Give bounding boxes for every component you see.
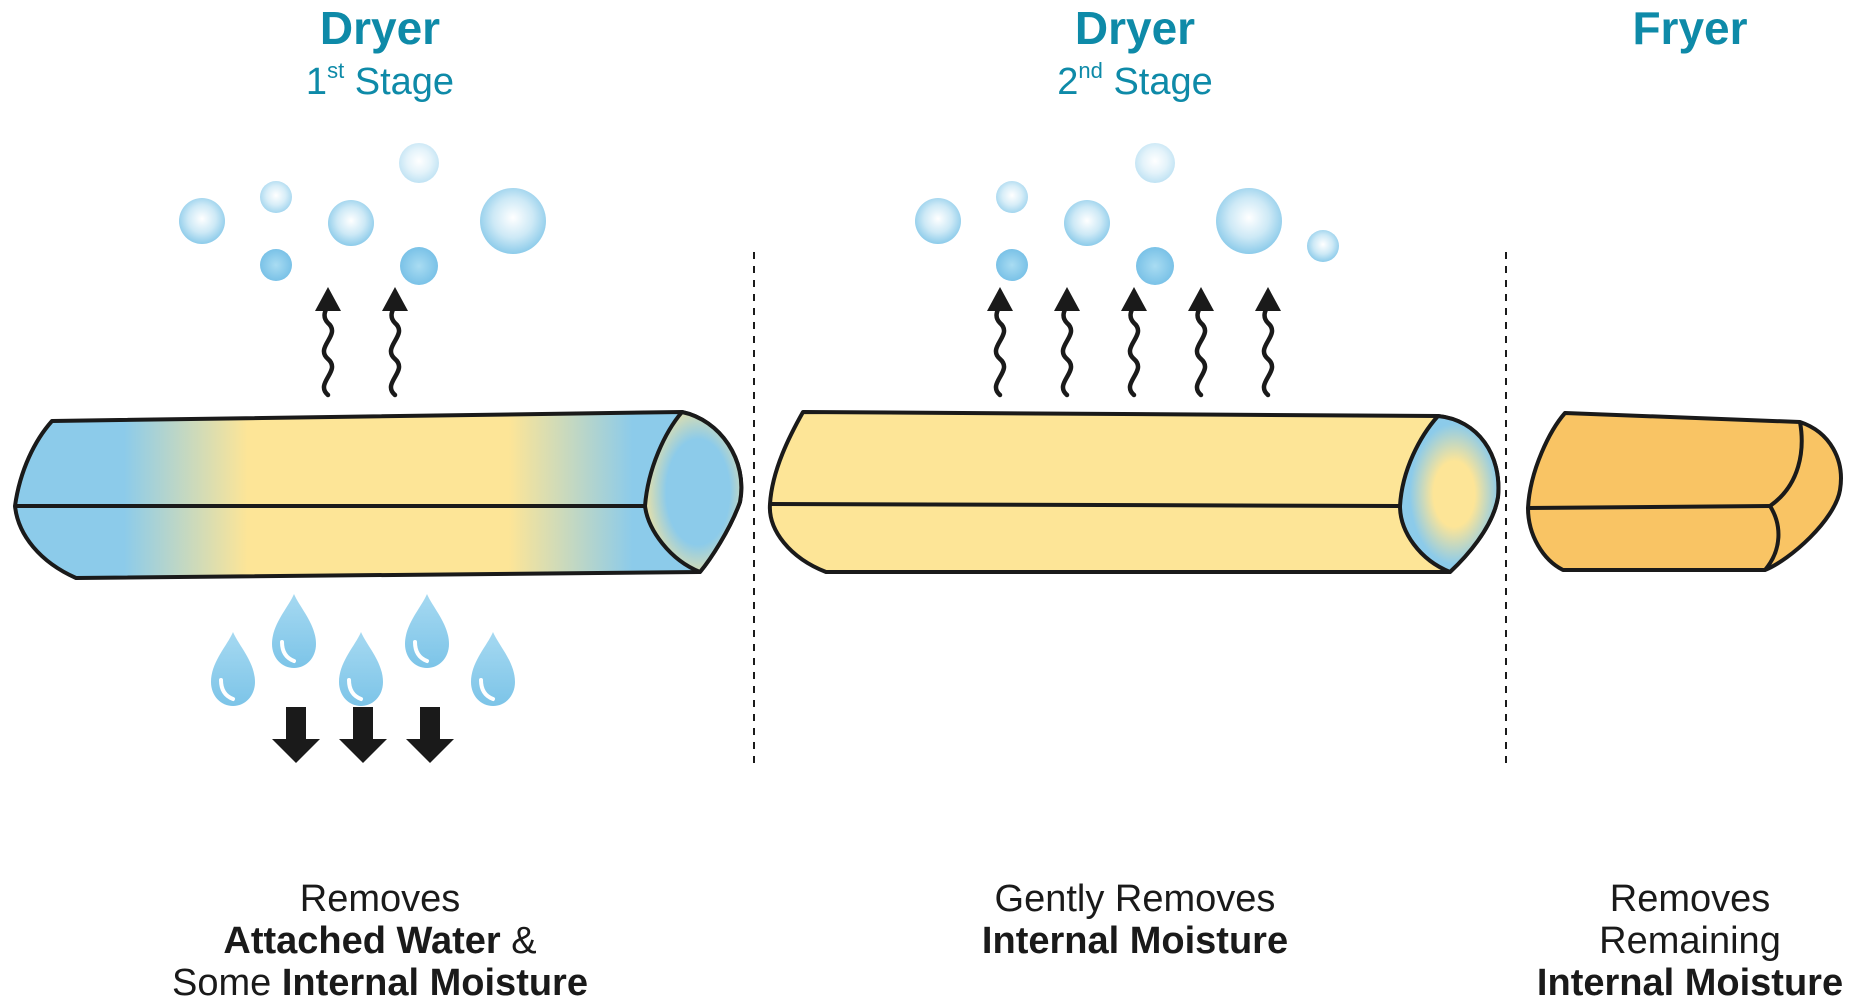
stage2-subtitle-suffix: nd [1078, 58, 1103, 83]
vapor-bubble-icon [1136, 247, 1174, 285]
vapor-bubbles-stage2 [915, 143, 1339, 285]
wavy-up-arrow-icon [987, 287, 1013, 395]
water-drop-icon [209, 630, 257, 708]
stage1-desc-line2: Attached Water & [80, 920, 680, 962]
vapor-bubble-icon [996, 249, 1028, 281]
stage1-desc-line1: Removes [299, 878, 461, 920]
vapor-bubble-icon [399, 143, 439, 183]
stage1-description: Removes Attached Water & Some Internal M… [80, 878, 680, 1004]
stage1-subtitle: 1st Stage [180, 60, 580, 104]
water-drop-icon [270, 592, 318, 670]
stage2-subtitle-number: 2 [1057, 61, 1079, 103]
vapor-bubble-icon [179, 198, 225, 244]
stage1-desc-internal-moisture: Internal Moisture [281, 962, 588, 1004]
vapor-bubble-icon [1307, 230, 1339, 262]
stage1-subtitle-suffix: st [327, 58, 345, 83]
wavy-up-arrow-icon [382, 287, 408, 395]
down-arrow-icon [272, 707, 320, 763]
water-drop-icon [337, 630, 385, 708]
stage2-subtitle: 2nd Stage [935, 60, 1335, 104]
wavy-up-arrow-icon [315, 287, 341, 395]
stage1-desc-some: Some [172, 962, 282, 1004]
vapor-bubble-icon [1135, 143, 1175, 183]
stage2-title: Dryer [1074, 2, 1196, 54]
wavy-up-arrow-icon [1054, 287, 1080, 395]
stage2-desc-internal-moisture: Internal Moisture [981, 920, 1289, 962]
stage3-title: Fryer [1632, 2, 1748, 54]
stage1-title: Dryer [319, 2, 441, 54]
down-arrow-icon [339, 707, 387, 763]
vapor-bubbles-stage1 [179, 143, 546, 285]
vapor-bubble-icon [480, 188, 546, 254]
stage2-subtitle-word: Stage [1113, 61, 1213, 103]
stage1-desc-ampersand: & [500, 920, 537, 962]
stage3-desc-line1: Removes [1609, 878, 1771, 920]
water-drop-icon [403, 592, 451, 670]
wavy-up-arrow-icon [1121, 287, 1147, 395]
vapor-bubble-icon [996, 181, 1028, 213]
stage3-desc-internal-moisture: Internal Moisture [1536, 962, 1844, 1004]
wavy-up-arrow-icon [1255, 287, 1281, 395]
stage3-desc-line3: Internal Moisture [1490, 962, 1872, 1004]
potato-strip-fried [1526, 411, 1843, 572]
stage2-desc-line1: Gently Removes [994, 878, 1276, 920]
vapor-bubble-icon [260, 181, 292, 213]
down-arrow-icon [406, 707, 454, 763]
vapor-bubble-icon [400, 247, 438, 285]
vapor-bubble-icon [1064, 200, 1110, 246]
stage1-subtitle-number: 1 [305, 61, 328, 103]
vapor-bubble-icon [260, 249, 292, 281]
stage2-description: Gently Removes Internal Moisture [835, 878, 1435, 962]
stage2-desc-line2: Internal Moisture [835, 920, 1435, 962]
water-drop-icon [469, 630, 517, 708]
wavy-up-arrow-icon [1188, 287, 1214, 395]
vapor-bubble-icon [1216, 188, 1282, 254]
stage1-subtitle-word: Stage [354, 61, 455, 103]
stage3-desc-line2: Remaining [1599, 920, 1781, 962]
vapor-bubble-icon [328, 200, 374, 246]
stage1-desc-line3: Some Internal Moisture [80, 962, 680, 1004]
stage3-description: Removes Remaining Internal Moisture [1490, 878, 1872, 1004]
vapor-bubble-icon [915, 198, 961, 244]
stage1-desc-attached-water: Attached Water [223, 920, 501, 962]
potato-strip-stage1 [13, 410, 744, 580]
potato-strip-stage2 [767, 410, 1501, 574]
